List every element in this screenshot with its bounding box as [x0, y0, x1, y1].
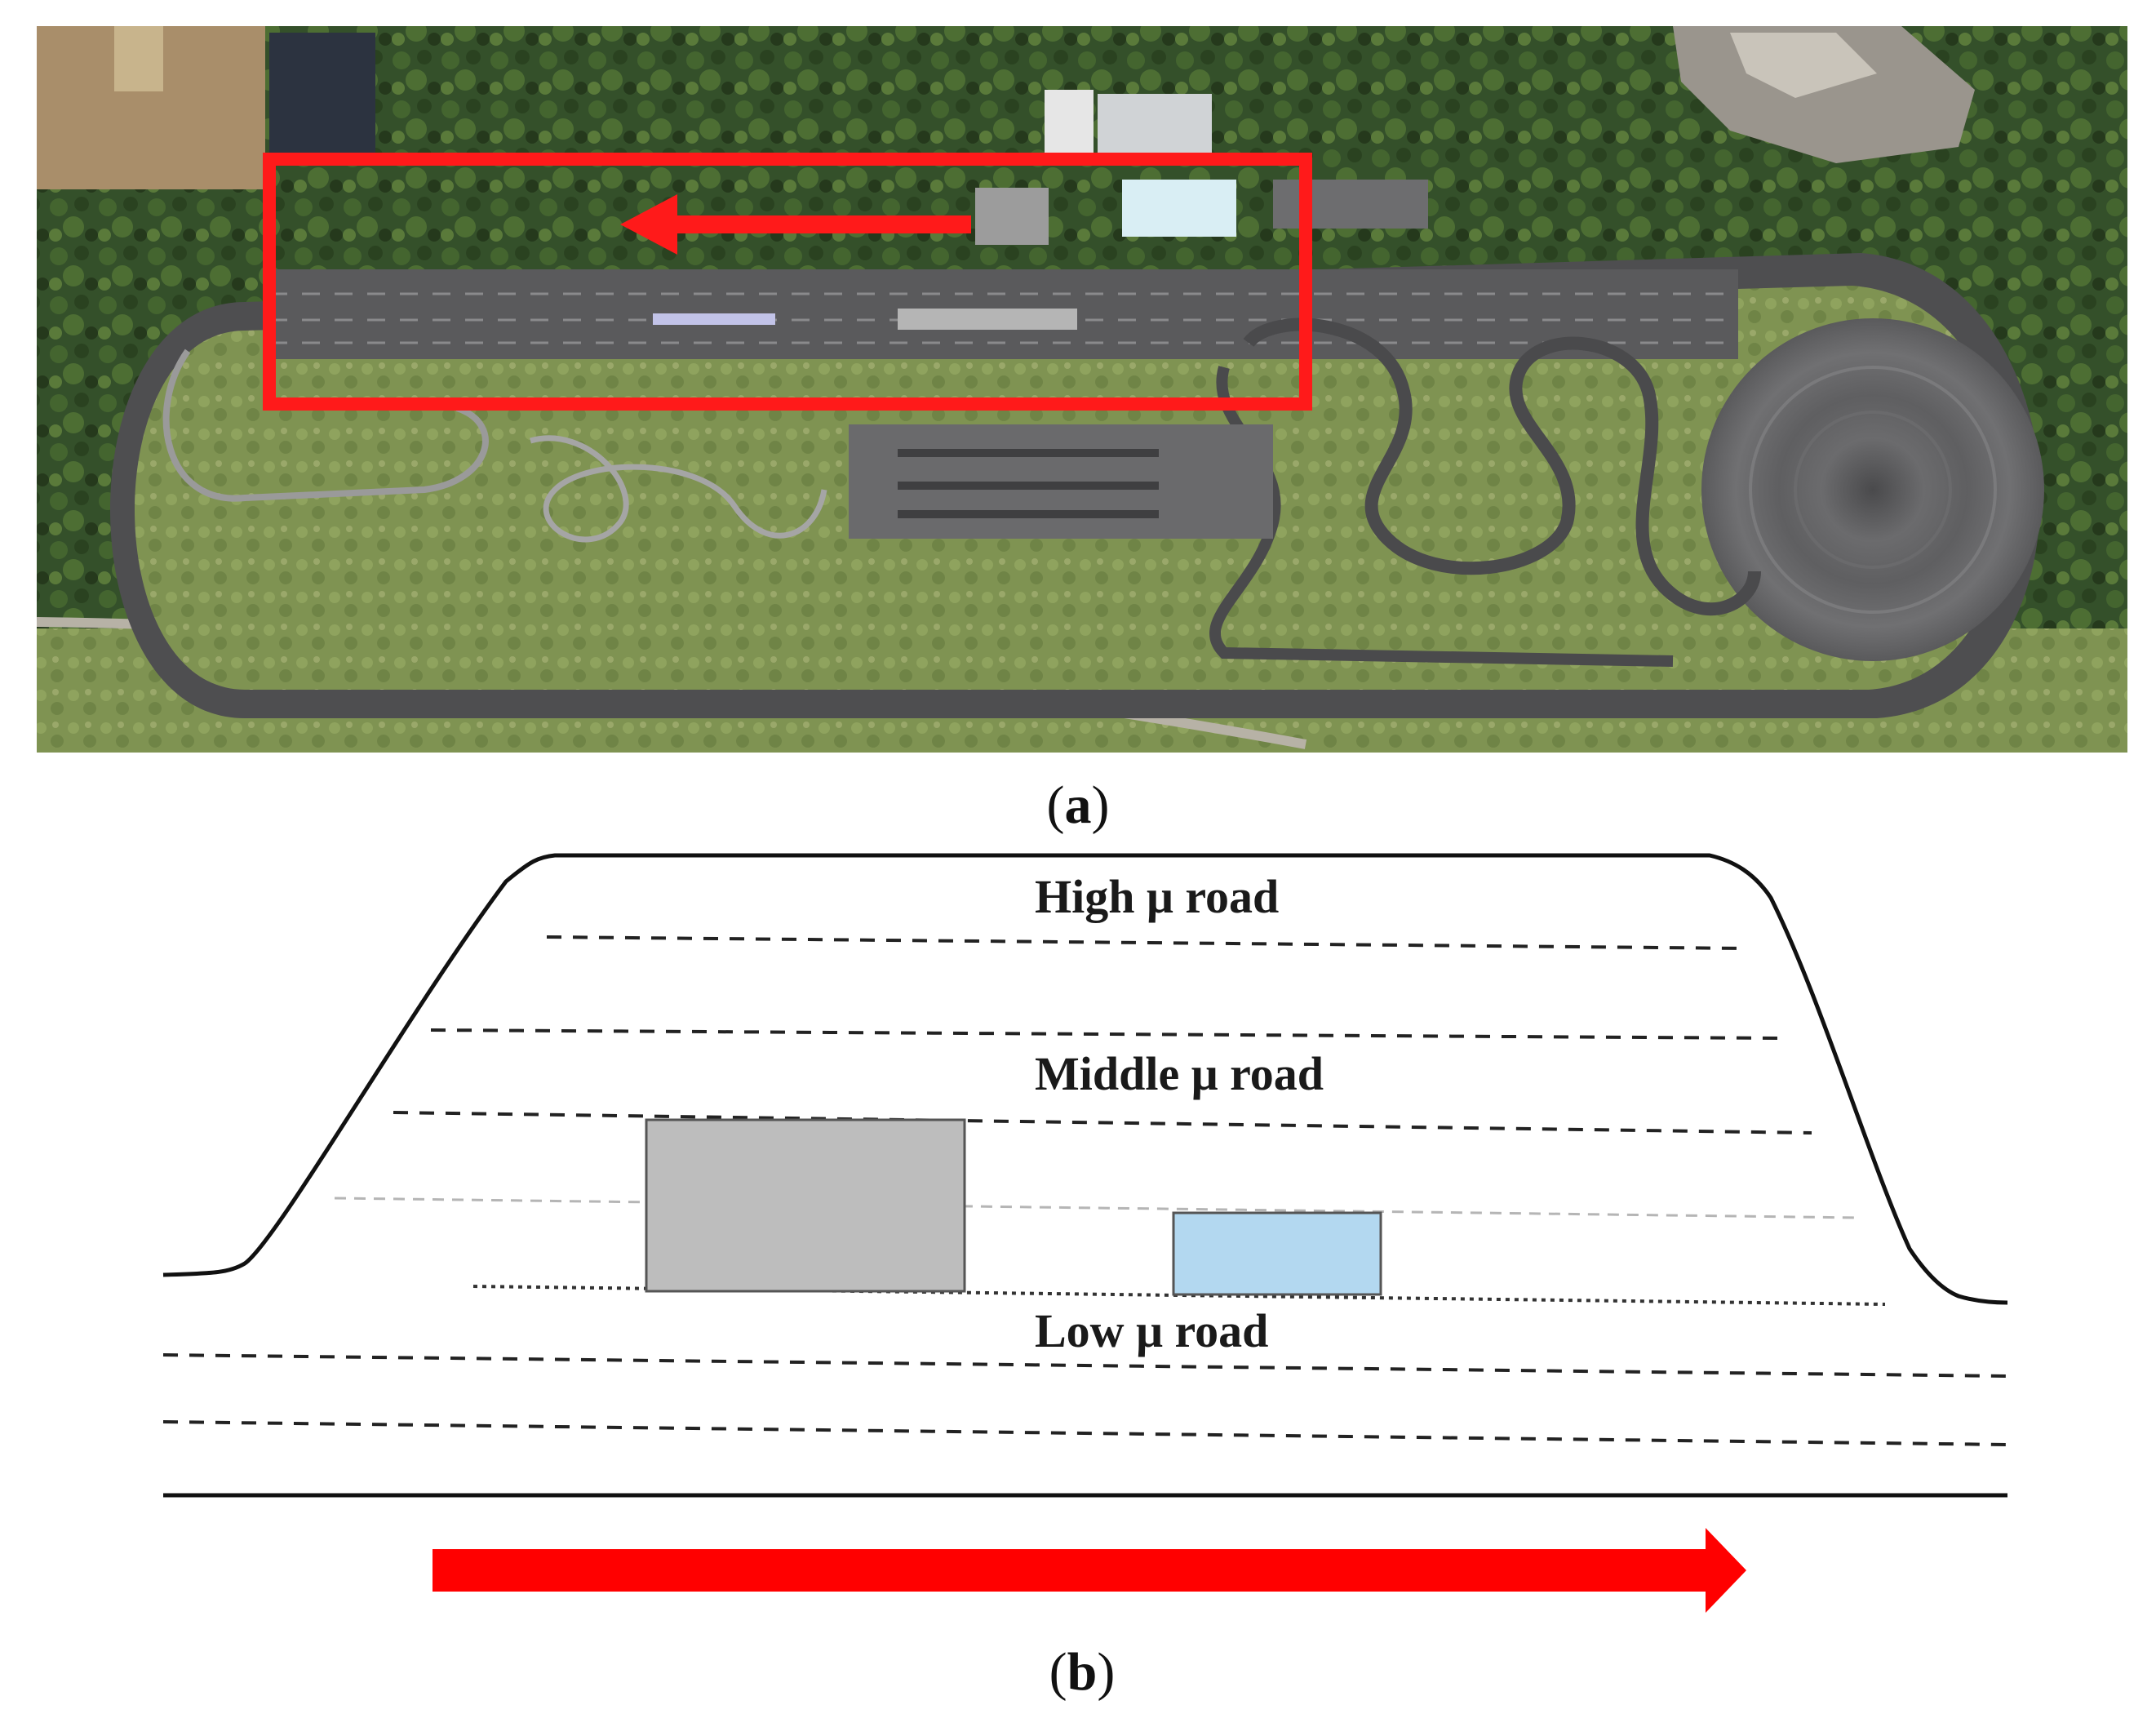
- skid-pad-ring: [1749, 366, 1997, 614]
- aerial-photo: [37, 26, 2127, 753]
- lane-divider-dashed: [162, 1420, 2008, 1446]
- blue-surface-patch: [1172, 1211, 1382, 1296]
- panel-label-b: (b): [1049, 1642, 1116, 1702]
- photo-arrow-head: [620, 194, 677, 255]
- skid-pad: [1701, 318, 2044, 661]
- building: [1098, 94, 1212, 159]
- skid-pad-ring: [1794, 411, 1952, 569]
- lane-divider-dashed: [546, 935, 1747, 950]
- farm-field-light: [114, 26, 163, 91]
- parking-lot: [1273, 180, 1428, 229]
- gray-surface-patch: [645, 1118, 966, 1293]
- lane-divider-dashed: [393, 1111, 1812, 1135]
- solar-panels: [269, 33, 375, 155]
- building-roof-light-blue: [1122, 180, 1236, 237]
- lane-divider-light: [334, 1197, 1861, 1219]
- gray-patch-photo: [898, 309, 1077, 330]
- building: [975, 188, 1049, 245]
- low-mu-road-label: Low μ road: [1035, 1304, 1268, 1357]
- direction-arrow-head: [1706, 1528, 1746, 1613]
- road-outline: [162, 853, 2008, 1305]
- blue-patch-photo: [653, 313, 775, 325]
- panel-label-a: (a): [1047, 775, 1110, 835]
- road-schematic: High μ road Middle μ road Low μ road: [162, 853, 2008, 1613]
- handling-course: [1243, 317, 1761, 616]
- quarry-light: [1730, 33, 1877, 98]
- lane-divider-dashed: [430, 1028, 1780, 1040]
- gravel-path: [162, 349, 489, 502]
- high-mu-road-label: High μ road: [1035, 870, 1279, 923]
- lane-divider-dashed: [162, 1353, 2008, 1378]
- middle-mu-road-label: Middle μ road: [1035, 1047, 1324, 1100]
- highlight-box: [263, 153, 1312, 411]
- gravel-path: [530, 435, 827, 543]
- direction-arrow-shaft: [433, 1549, 1706, 1592]
- building: [1045, 90, 1094, 155]
